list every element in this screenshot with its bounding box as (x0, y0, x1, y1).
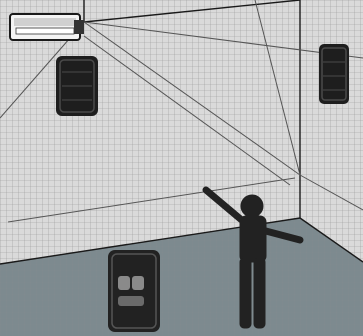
speaker-icon (108, 250, 160, 332)
projector-icon (10, 14, 84, 40)
speaker-icon (56, 56, 98, 116)
speaker-icon (319, 44, 349, 104)
